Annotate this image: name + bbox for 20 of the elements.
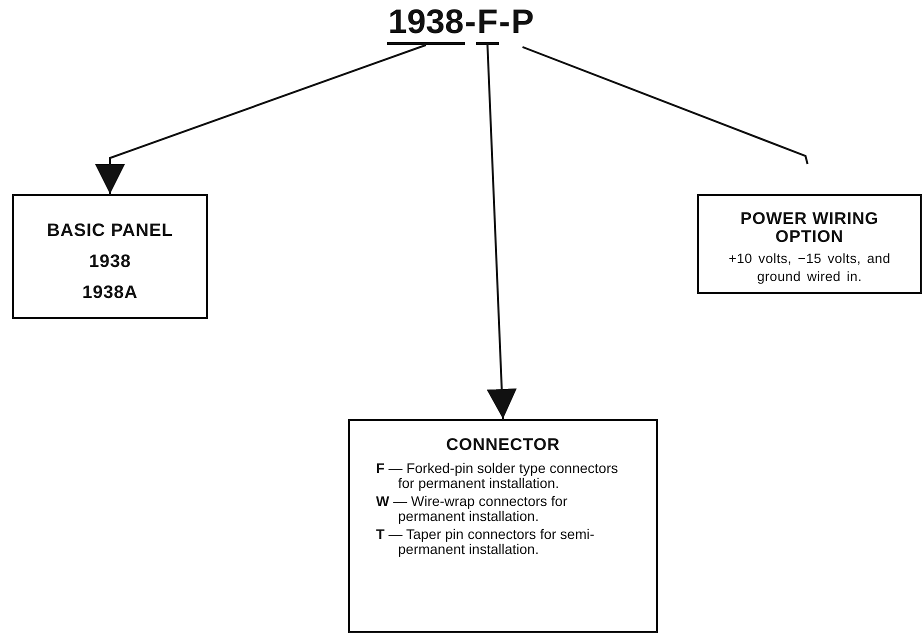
separator-text: - — [498, 2, 510, 43]
connector-line — [522, 46, 808, 164]
power-option-box — [697, 194, 922, 294]
model-code-part: F — [476, 2, 499, 45]
arrow — [95, 44, 426, 194]
model-number: 1938 — [88, 251, 132, 272]
arrow — [486, 44, 517, 420]
connector-box — [348, 419, 658, 633]
box-heading: CONNECTOR — [445, 435, 561, 455]
option-description: F — Forked-pin solder type connectors for permanent installation. — [376, 461, 620, 491]
model-code-part: P — [510, 2, 535, 45]
box-heading: POWER WIRING OPTION — [739, 210, 880, 246]
model-code-part: 1938 — [387, 2, 465, 45]
option-description: +10 volts, −15 volts, and ground wired in. — [728, 250, 892, 286]
basic-panel-box — [12, 194, 208, 319]
model-number: 1938A — [81, 282, 139, 303]
separator-text: - — [464, 2, 476, 43]
box-heading: BASIC PANEL — [46, 220, 174, 241]
option-description: T — Taper pin connectors for semi-permanent installation. — [376, 527, 596, 557]
option-description: W — Wire-wrap connectors for permanent installation. — [376, 494, 568, 524]
